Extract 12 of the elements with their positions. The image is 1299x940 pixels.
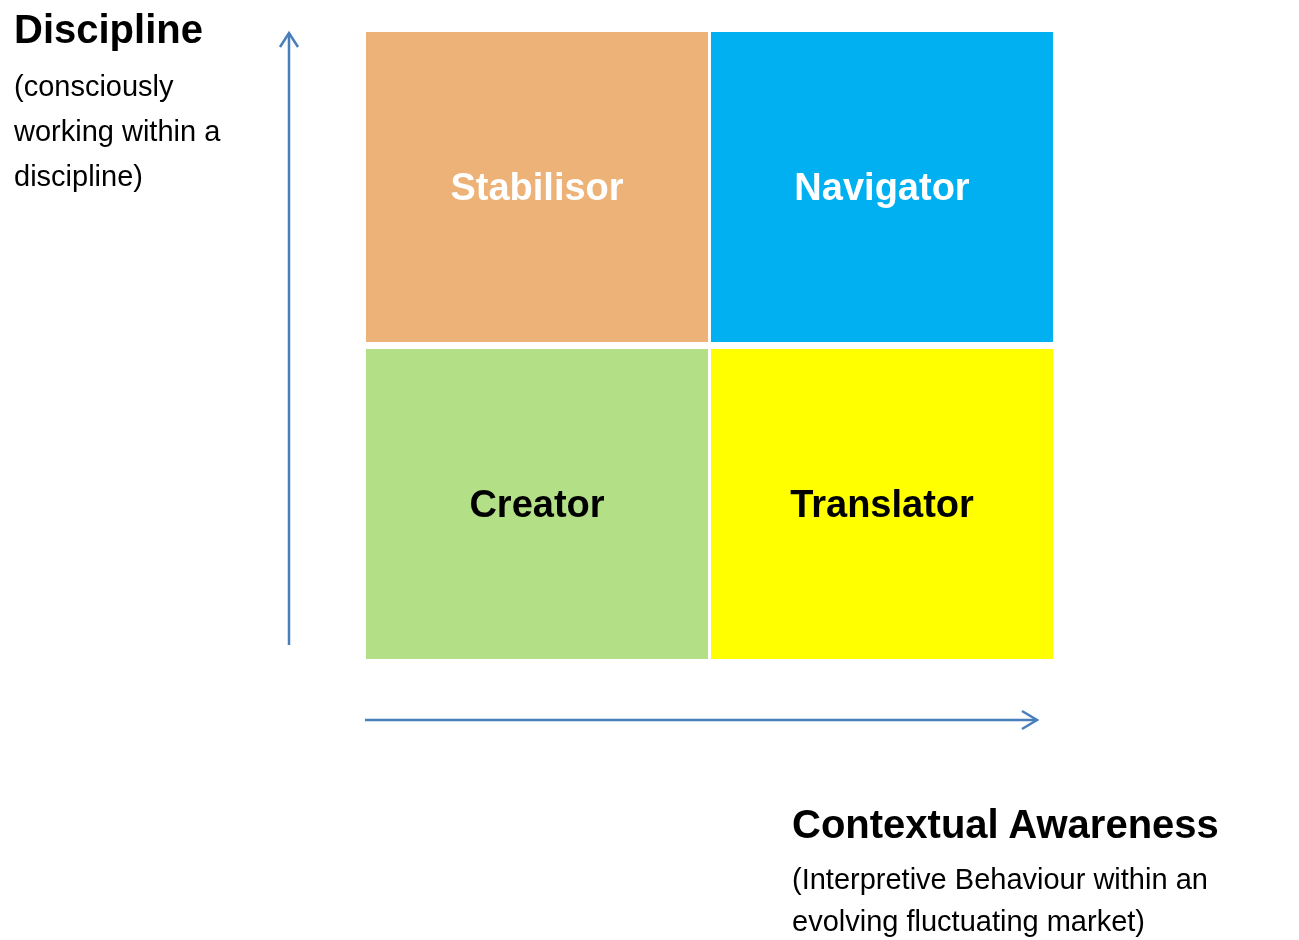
quadrant-box: [711, 32, 1053, 342]
quadrant-label: Navigator: [794, 165, 970, 209]
quadrant-box: [366, 32, 708, 342]
quadrant-box: [711, 349, 1053, 659]
quadrant-label: Creator: [469, 482, 605, 526]
axis-title: Contextual Awareness: [792, 801, 1220, 848]
axis-title: Discipline: [14, 6, 204, 53]
quadrant-label: Stabilisor: [450, 165, 624, 209]
axis-description: (Interpretive Behaviour within an evolving fluctuating market): [792, 862, 1209, 939]
quadrant-box: [366, 349, 708, 659]
quadrant-label: Translator: [790, 482, 974, 526]
axis-description: (consciously working within a discipline): [14, 69, 222, 194]
